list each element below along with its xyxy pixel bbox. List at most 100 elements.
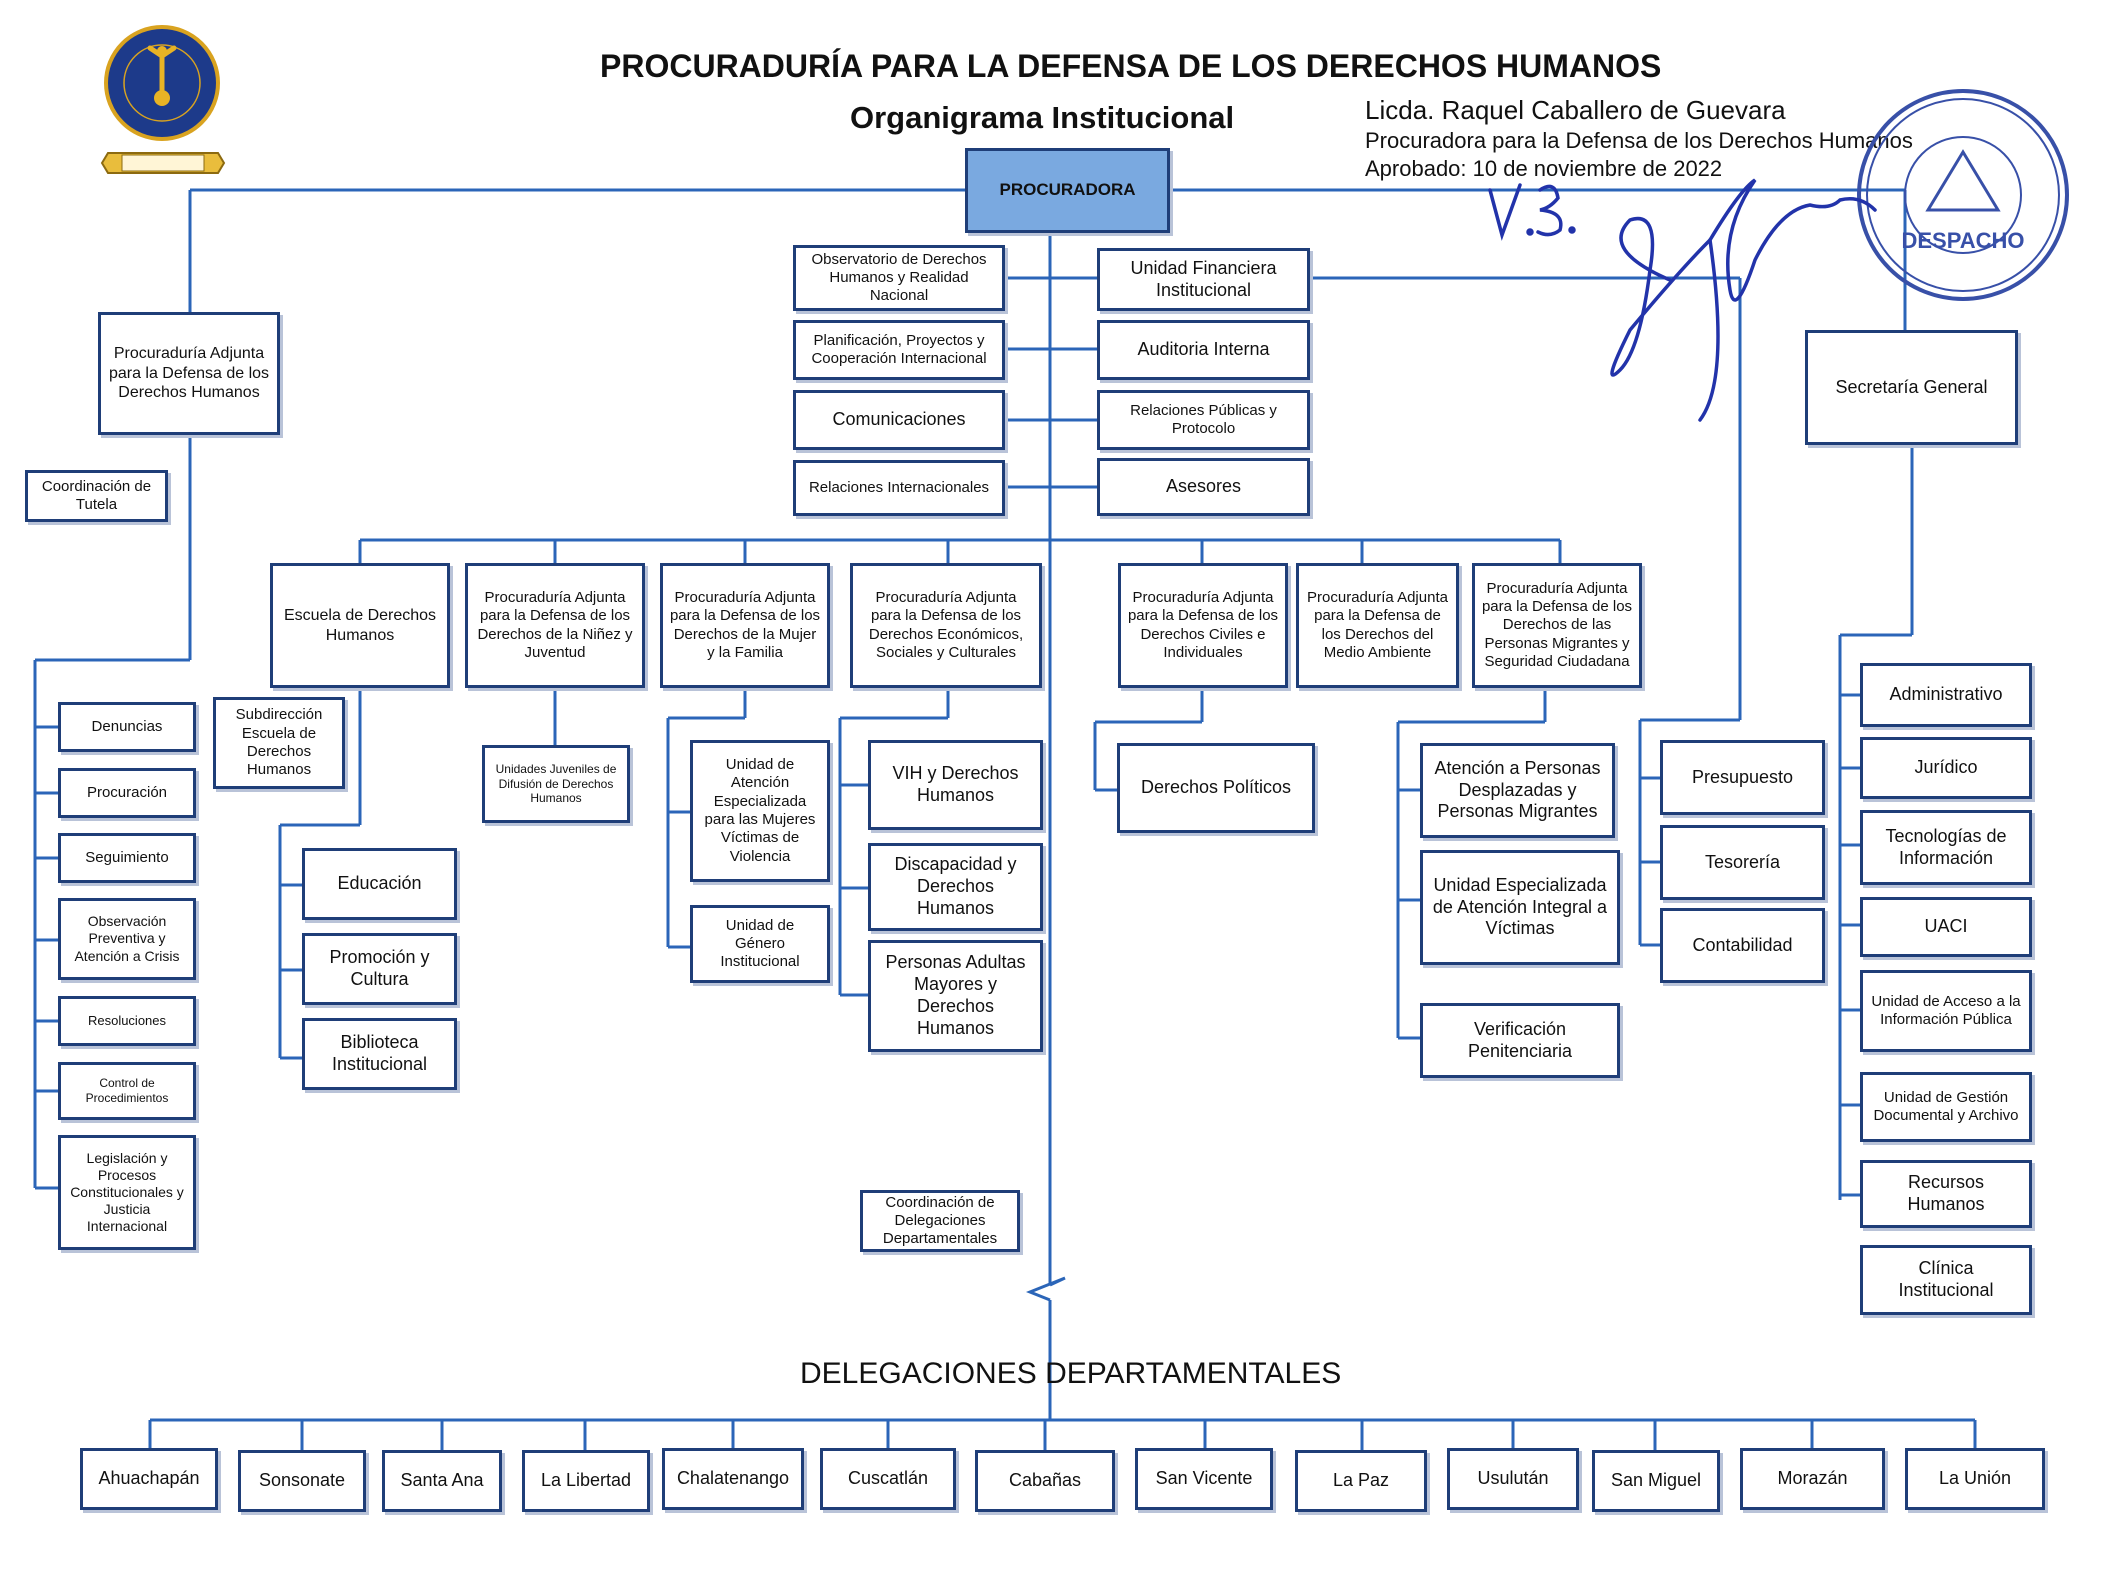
procuracion-label: Procuración (86, 783, 168, 801)
promocion-cultura-box: Promoción y Cultura (302, 933, 457, 1005)
atencion-victimas-box: Unidad Especializada de Atención Integra… (1420, 850, 1620, 965)
genero-institucional-box: Unidad de Género Institucional (690, 905, 830, 983)
procuradora-box: PROCURADORA (965, 148, 1170, 233)
delegacion-label: San Vicente (1155, 1468, 1253, 1489)
delegacion-label: Ahuachapán (98, 1468, 200, 1489)
atencion-victimas-label: Unidad Especializada de Atención Integra… (1432, 874, 1608, 939)
contabilidad-label: Contabilidad (1692, 934, 1793, 955)
uaci-box: UACI (1860, 897, 2032, 957)
delegaciones-title: DELEGACIONES DEPARTAMENTALES (800, 1357, 1342, 1390)
denuncias-label: Denuncias (91, 717, 163, 735)
unidades-juveniles-label: Unidades Juveniles de Difusión de Derech… (495, 762, 617, 806)
desc-label: Procuraduría Adjunta para la Defensa de … (868, 588, 1024, 661)
delegacion-label: San Miguel (1610, 1470, 1702, 1491)
observatorio-label: Observatorio de Derechos Humanos y Reali… (811, 250, 987, 305)
contabilidad-box: Contabilidad (1660, 908, 1825, 983)
delegacion-label: La Libertad (540, 1470, 632, 1491)
delegacion-label: Cabañas (1008, 1470, 1082, 1491)
approval-date: Aprobado: 10 de noviembre de 2022 (1365, 156, 1723, 181)
delegacion-label: Cuscatlán (847, 1468, 929, 1489)
juridico-box: Jurídico (1860, 737, 2032, 799)
secretaria-general-box: Secretaría General (1805, 330, 2018, 445)
derechos-politicos-label: Derechos Políticos (1140, 777, 1292, 798)
observatorio-box: Observatorio de Derechos Humanos y Reali… (793, 245, 1005, 311)
delegacion-label: Chalatenango (676, 1468, 790, 1489)
tesoreria-box: Tesorería (1660, 825, 1825, 900)
svg-text:DESPACHO: DESPACHO (1901, 228, 2024, 253)
control-procedimientos-label: Control de Procedimientos (85, 1076, 169, 1105)
comunicaciones-box: Comunicaciones (793, 390, 1005, 450)
promocion-cultura-label: Promoción y Cultura (329, 947, 430, 989)
denuncias-box: Denuncias (58, 702, 196, 752)
clinica-institucional-box: Clínica Institucional (1860, 1245, 2032, 1315)
comunicaciones-label: Comunicaciones (832, 409, 966, 430)
delegacion-item: La Unión (1905, 1448, 2045, 1510)
biblioteca-box: Biblioteca Institucional (302, 1018, 457, 1090)
verificacion-penitenciaria-box: Verificación Penitenciaria (1420, 1003, 1620, 1078)
relaciones-internacionales-box: Relaciones Internacionales (793, 460, 1005, 516)
vih-box: VIH y Derechos Humanos (868, 740, 1043, 830)
procuracion-box: Procuración (58, 768, 196, 818)
relaciones-internacionales-label: Relaciones Internacionales (808, 478, 990, 496)
ambiente-box: Procuraduría Adjunta para la Defensa de … (1296, 563, 1459, 688)
relaciones-publicas-label: Relaciones Públicas y Protocolo (1130, 401, 1277, 437)
desc-box: Procuraduría Adjunta para la Defensa de … (850, 563, 1042, 688)
adultas-mayores-box: Personas Adultas Mayores y Derechos Huma… (868, 940, 1043, 1052)
secretaria-general-label: Secretaría General (1835, 376, 1988, 397)
atencion-mujeres-label: Unidad de Atención Especializada para la… (704, 756, 816, 865)
escuela-box: Escuela de Derechos Humanos (270, 563, 450, 688)
subdireccion-escuela-label: Subdirección Escuela de Derechos Humanos (235, 706, 323, 779)
administrativo-box: Administrativo (1860, 663, 2032, 727)
unidad-financiera-box: Unidad Financiera Institucional (1097, 248, 1310, 311)
ninez-box: Procuraduría Adjunta para la Defensa de … (465, 563, 645, 688)
migrantes-label: Procuraduría Adjunta para la Defensa de … (1481, 579, 1633, 670)
delegacion-item: Santa Ana (382, 1450, 502, 1512)
delegacion-item: Chalatenango (662, 1448, 804, 1510)
verificacion-penitenciaria-label: Verificación Penitenciaria (1467, 1018, 1573, 1061)
ninez-label: Procuraduría Adjunta para la Defensa de … (477, 588, 633, 661)
subdireccion-escuela-box: Subdirección Escuela de Derechos Humanos (213, 697, 345, 789)
unidades-juveniles-box: Unidades Juveniles de Difusión de Derech… (482, 745, 630, 823)
atencion-desplazadas-label: Atención a Personas Desplazadas y Person… (1434, 757, 1601, 822)
auditoria-label: Auditoria Interna (1137, 339, 1270, 360)
discapacidad-label: Discapacidad y Derechos Humanos (894, 854, 1017, 918)
juridico-label: Jurídico (1914, 757, 1978, 778)
observacion-preventiva-label: Observación Preventiva y Atención a Cris… (74, 913, 180, 964)
despacho-seal: DESPACHO (1857, 89, 2069, 301)
adjunta-general-box: Procuraduría Adjunta para la Defensa de … (98, 312, 280, 435)
delegacion-item: Morazán (1740, 1448, 1885, 1510)
pddh-logo (100, 25, 226, 174)
observacion-preventiva-box: Observación Preventiva y Atención a Cris… (58, 898, 196, 980)
procuradora-label: PROCURADORA (999, 180, 1136, 200)
gestion-documental-label: Unidad de Gestión Documental y Archivo (1873, 1088, 2019, 1124)
educacion-box: Educación (302, 848, 457, 920)
delegacion-item: Ahuachapán (80, 1448, 218, 1510)
delegacion-label: Sonsonate (258, 1470, 346, 1491)
delegacion-item: Usulután (1447, 1448, 1579, 1510)
delegacion-item: San Miguel (1592, 1450, 1720, 1512)
atencion-mujeres-box: Unidad de Atención Especializada para la… (690, 740, 830, 882)
delegacion-item: Cabañas (975, 1450, 1115, 1512)
delegacion-label: Usulután (1477, 1468, 1549, 1489)
civiles-box: Procuraduría Adjunta para la Defensa de … (1118, 563, 1288, 688)
educacion-label: Educación (337, 873, 422, 894)
adultas-mayores-label: Personas Adultas Mayores y Derechos Huma… (885, 952, 1026, 1038)
migrantes-box: Procuraduría Adjunta para la Defensa de … (1472, 563, 1642, 688)
approver-role: Procuradora para la Defensa de los Derec… (1365, 128, 1913, 153)
ambiente-label: Procuraduría Adjunta para la Defensa de … (1307, 588, 1448, 661)
page-subtitle: Organigrama Institucional (850, 100, 1235, 135)
seguimiento-box: Seguimiento (58, 833, 196, 883)
relaciones-publicas-box: Relaciones Públicas y Protocolo (1097, 390, 1310, 450)
delegacion-label: La Unión (1938, 1468, 2012, 1489)
vih-label: VIH y Derechos Humanos (892, 763, 1019, 805)
legislacion-label: Legislación y Procesos Constitucionales … (70, 1149, 184, 1235)
delegacion-label: Morazán (1777, 1468, 1848, 1489)
planificacion-box: Planificación, Proyectos y Cooperación I… (793, 320, 1005, 380)
recursos-humanos-box: Recursos Humanos (1860, 1160, 2032, 1228)
uaci-label: UACI (1924, 916, 1968, 937)
delegacion-item: La Libertad (522, 1450, 650, 1512)
coordinacion-tutela-label: Coordinación de Tutela (41, 477, 152, 513)
biblioteca-label: Biblioteca Institucional (331, 1032, 428, 1074)
